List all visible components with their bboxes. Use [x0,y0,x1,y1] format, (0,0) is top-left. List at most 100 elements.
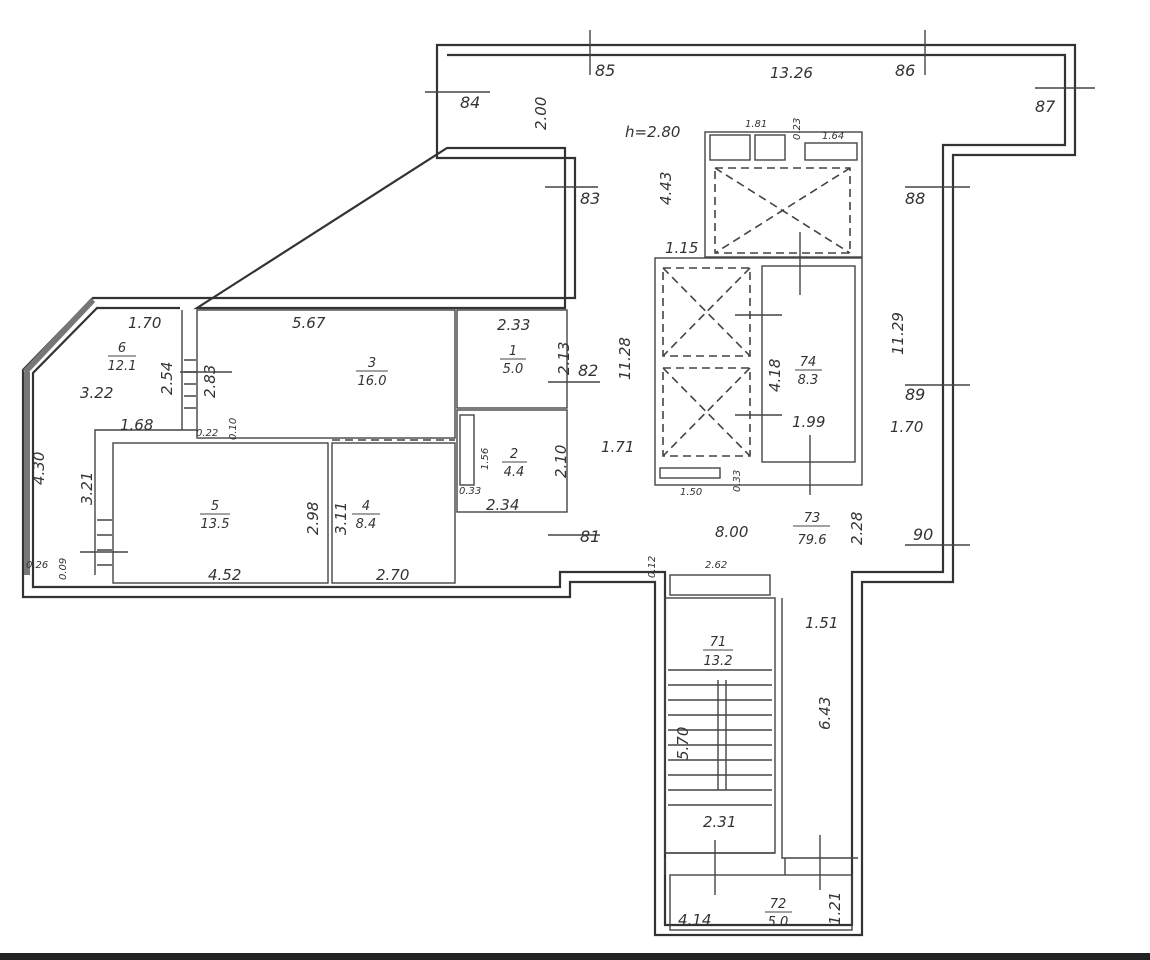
svg-text:8.3: 8.3 [798,373,819,388]
dimension-labels: 13.26 2.00 4.43 1.81 0.23 1.64 1.15 11.2… [26,64,923,929]
room-71-label: 71 13.2 [703,635,733,669]
ceiling-height: h=2.80 [625,123,680,141]
svg-text:79.6: 79.6 [798,533,827,548]
room-6-label: 612.1 [108,341,137,374]
svg-text:16.0: 16.0 [358,374,387,389]
window-wall [22,297,96,575]
room-labels: 612.1 316.0 15.0 24.4 513.5 48.4 748.3 7… [108,341,830,930]
svg-text:1.81: 1.81 [745,119,767,130]
room-4-outline [331,442,456,584]
svg-text:2.33: 2.33 [497,316,530,334]
svg-text:4.43: 4.43 [657,172,675,205]
svg-text:4.14: 4.14 [678,911,711,929]
svg-text:2.62: 2.62 [705,560,727,571]
svg-text:4.4: 4.4 [504,465,525,480]
svg-text:8.4: 8.4 [356,517,377,532]
room-73-label: 73 79.6 [793,511,830,548]
svg-text:4.30: 4.30 [30,452,48,485]
room-74-outline [761,265,856,463]
svg-text:0.09: 0.09 [58,558,69,580]
svg-text:1.71: 1.71 [601,438,634,456]
svg-text:5.67: 5.67 [292,314,326,332]
svg-text:4.52: 4.52 [208,566,241,584]
svg-text:4.18: 4.18 [766,359,784,392]
room-4-label: 48.4 [352,499,380,532]
room-5-label: 513.5 [200,499,230,532]
axis-label: 89 [905,385,925,404]
duct [804,142,858,161]
svg-text:1.64: 1.64 [822,131,844,142]
room-1-outline [456,309,568,409]
duct [659,467,721,479]
svg-text:2.31: 2.31 [703,813,736,831]
svg-text:1.68: 1.68 [120,416,153,434]
svg-text:1.21: 1.21 [826,892,844,925]
svg-text:2.00: 2.00 [532,97,550,130]
svg-text:6: 6 [118,341,126,356]
inner-wall-line [31,53,1067,927]
axis-label: 87 [1035,97,1056,116]
lift-core-top [704,131,863,258]
svg-text:2: 2 [510,447,518,462]
svg-text:5.0: 5.0 [768,915,789,930]
svg-text:4: 4 [362,499,370,514]
room-3-label: 316.0 [356,356,388,389]
svg-text:71: 71 [710,635,727,650]
corridor-wall [664,598,858,875]
axis-label: 88 [905,189,925,208]
svg-text:13.26: 13.26 [770,64,813,82]
svg-text:1: 1 [509,344,517,359]
axis-label: 85 [595,61,615,80]
axis-label: 86 [895,61,915,80]
duct [754,134,786,161]
svg-text:1.51: 1.51 [805,614,838,632]
svg-text:0.22: 0.22 [196,428,218,439]
axis-label: 84 [460,93,480,112]
svg-text:12.1: 12.1 [108,359,137,374]
svg-text:2.54: 2.54 [158,362,176,395]
svg-text:3.22: 3.22 [80,384,113,402]
svg-text:8.00: 8.00 [715,523,748,541]
svg-text:11.29: 11.29 [889,312,907,355]
svg-text:1.99: 1.99 [792,413,825,431]
svg-text:0.33: 0.33 [732,470,743,492]
svg-text:13.2: 13.2 [704,654,733,669]
svg-text:3.11: 3.11 [332,502,350,535]
svg-text:5.70: 5.70 [674,727,692,760]
svg-text:3: 3 [368,356,376,371]
lift-core [654,257,863,486]
room-6-wall [94,310,197,575]
bottom-edge-bar [0,953,1150,960]
axis-label: 81 [580,527,600,546]
svg-text:2.83: 2.83 [201,365,219,398]
svg-text:0.33: 0.33 [459,486,481,497]
svg-text:1.56: 1.56 [480,448,491,470]
outer-wall [21,43,1077,937]
section-lines [80,30,1095,895]
duct [709,134,751,161]
svg-text:2.98: 2.98 [304,502,322,535]
axis-label: 83 [580,189,600,208]
svg-text:1.50: 1.50 [680,487,702,498]
room-74-label: 748.3 [795,355,822,388]
svg-text:5: 5 [211,499,219,514]
axis-label: 82 [578,361,598,380]
room-2-outline [456,409,568,513]
svg-text:0.26: 0.26 [26,560,48,571]
svg-text:3.21: 3.21 [78,472,96,505]
svg-text:13.5: 13.5 [201,517,230,532]
svg-text:1.15: 1.15 [665,239,698,257]
svg-text:6.43: 6.43 [816,697,834,730]
stair-steps [665,669,775,854]
shaft-niche [459,414,475,486]
svg-text:5.0: 5.0 [503,362,524,377]
svg-text:73: 73 [804,511,821,526]
room-72-outline [669,874,853,931]
svg-text:2.13: 2.13 [555,342,573,375]
svg-text:1.70: 1.70 [890,418,923,436]
lift-shafts [662,167,851,457]
svg-text:2.34: 2.34 [486,496,519,514]
svg-text:0.12: 0.12 [647,556,658,578]
svg-text:0.23: 0.23 [792,118,803,140]
